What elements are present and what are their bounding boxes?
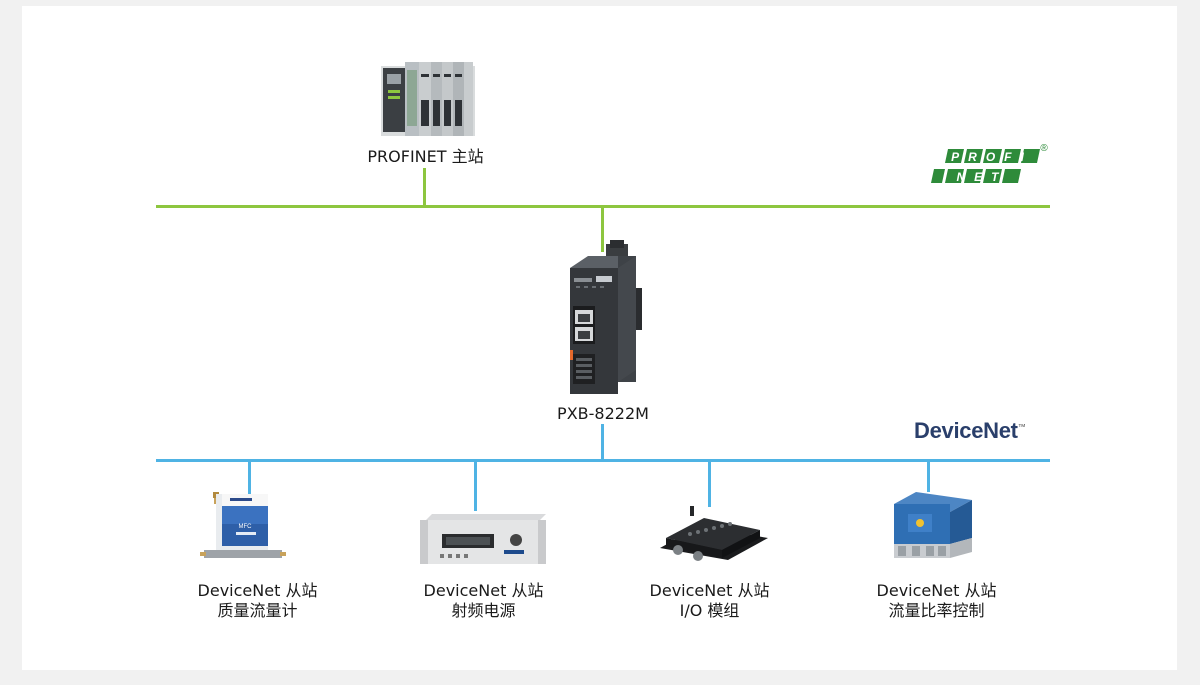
gateway-uplink-line	[601, 207, 604, 252]
devicenet-logo: DeviceNet™	[914, 418, 1026, 444]
slave-2-label-line2: 射频电源	[451, 601, 516, 620]
slave-drop-line-4	[927, 461, 930, 492]
slave-4-label-line1: DeviceNet 从站	[876, 581, 997, 600]
gateway-device-image	[570, 240, 642, 394]
master-drop-line	[423, 168, 426, 207]
devicenet-logo-text: DeviceNet	[914, 418, 1018, 443]
slave-3-label-line2: I/O 模组	[679, 601, 740, 620]
slave-4-label-line2: 流量比率控制	[888, 601, 985, 620]
flow-ratio-controller-image	[894, 492, 972, 558]
slave-2-label-line1: DeviceNet 从站	[423, 581, 544, 600]
io-module-image	[660, 506, 768, 561]
gateway-label: PXB-8222M	[557, 404, 649, 423]
profinet-bus-line	[156, 205, 1050, 208]
slave-drop-line-3	[708, 461, 711, 507]
slave-drop-line-1	[248, 461, 251, 495]
slave-drop-line-2	[474, 461, 477, 511]
profinet-logo-row2: NET	[957, 170, 1008, 184]
slave-3-label-line1: DeviceNet 从站	[649, 581, 770, 600]
profinet-logo: PROFI NET ®	[931, 143, 1048, 184]
plc-master-image	[381, 62, 475, 136]
profinet-registered-mark: ®	[1040, 143, 1048, 154]
gateway-downlink-line	[601, 424, 604, 461]
slave-1-label-line1: DeviceNet 从站	[197, 581, 318, 600]
master-label: PROFINET 主站	[367, 147, 484, 166]
devicenet-trademark: ™	[1017, 422, 1026, 432]
svg-text:MFC: MFC	[239, 524, 253, 530]
rf-power-supply-image	[420, 514, 546, 564]
slave-1-label-line2: 质量流量计	[217, 601, 298, 620]
profinet-logo-row1: PROFI	[951, 150, 1033, 164]
mass-flow-meter-image: MFC	[200, 492, 286, 558]
